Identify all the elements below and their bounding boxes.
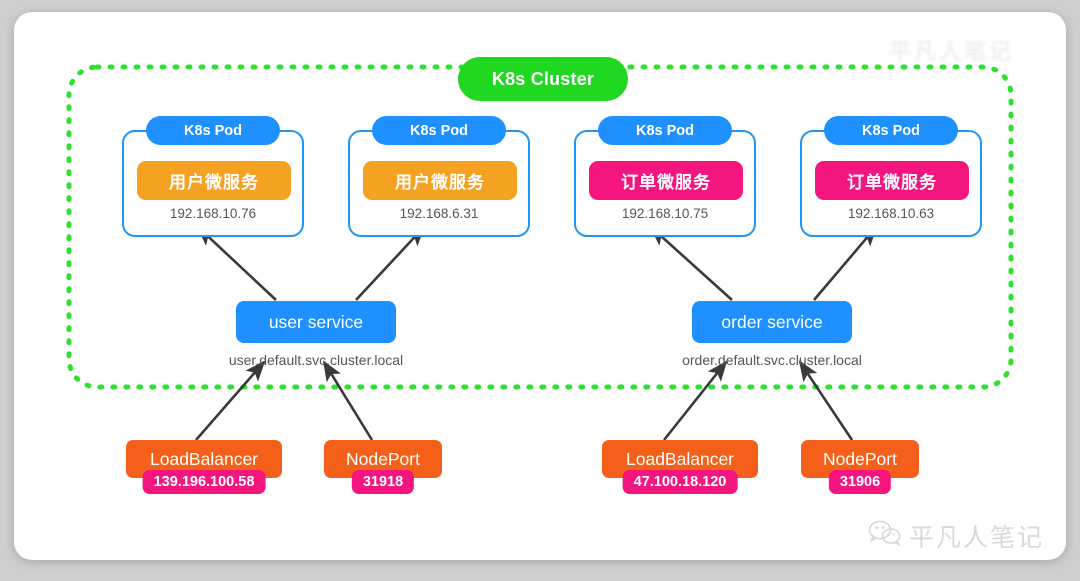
arrow-lb1-to-user-service (195, 360, 266, 441)
entry-value-nodeport-order: 31906 (828, 470, 892, 494)
arrow-np2-to-order-service (798, 360, 854, 441)
pod-card-4: K8s Pod 订单微服务 192.168.10.63 (800, 116, 982, 237)
arrow-user-to-pod-2 (355, 225, 426, 301)
watermark-bottom: 平凡人笔记 (868, 518, 1044, 554)
entry-value-nodeport-user: 31918 (351, 470, 415, 494)
arrow-order-to-pod-3 (649, 225, 733, 301)
microservice-box-1: 用户微服务 (137, 161, 291, 200)
entry-loadbalancer-user: LoadBalancer 139.196.100.58 (126, 440, 282, 494)
service-pill-user: user service (236, 301, 396, 343)
arrow-lb2-to-order-service (662, 360, 728, 441)
microservice-box-4: 订单微服务 (815, 161, 969, 200)
watermark-bottom-text: 平凡人笔记 (908, 524, 1044, 552)
service-dns-order: order.default.svc.cluster.local (682, 352, 862, 368)
cluster-title-pill: K8s Cluster (458, 57, 628, 101)
arrow-order-to-pod-4 (813, 225, 878, 301)
pod-ip-4: 192.168.10.63 (847, 206, 935, 221)
watermark-top: 平凡人笔记 (888, 39, 1014, 64)
entry-loadbalancer-order: LoadBalancer 47.100.18.120 (602, 440, 758, 494)
arrow-np1-to-user-service (322, 360, 374, 441)
pod-label-4: K8s Pod (824, 116, 958, 145)
diagram-card: 平凡人笔记 K8s Cluster K8s Pod 用户微服务 192.168.… (14, 12, 1066, 560)
pod-card-2: K8s Pod 用户微服务 192.168.6.31 (348, 116, 530, 237)
pod-ip-1: 192.168.10.76 (169, 206, 257, 221)
entry-nodeport-order: NodePort 31906 (801, 440, 919, 494)
service-dns-user: user.default.svc.cluster.local (228, 352, 404, 368)
microservice-box-2: 用户微服务 (363, 161, 517, 200)
pod-card-1: K8s Pod 用户微服务 192.168.10.76 (122, 116, 304, 237)
pod-card-3: K8s Pod 订单微服务 192.168.10.75 (574, 116, 756, 237)
pod-label-2: K8s Pod (372, 116, 506, 145)
pod-ip-2: 192.168.6.31 (399, 206, 479, 221)
pod-label-1: K8s Pod (146, 116, 280, 145)
entry-value-loadbalancer-order: 47.100.18.120 (622, 470, 738, 494)
pod-label-3: K8s Pod (598, 116, 732, 145)
wechat-icon (868, 519, 902, 554)
entry-nodeport-user: NodePort 31918 (324, 440, 442, 494)
microservice-box-3: 订单微服务 (589, 161, 743, 200)
pod-ip-3: 192.168.10.75 (621, 206, 709, 221)
service-pill-order: order service (692, 301, 852, 343)
arrow-user-to-pod-1 (196, 225, 277, 301)
entry-value-loadbalancer-user: 139.196.100.58 (142, 470, 266, 494)
